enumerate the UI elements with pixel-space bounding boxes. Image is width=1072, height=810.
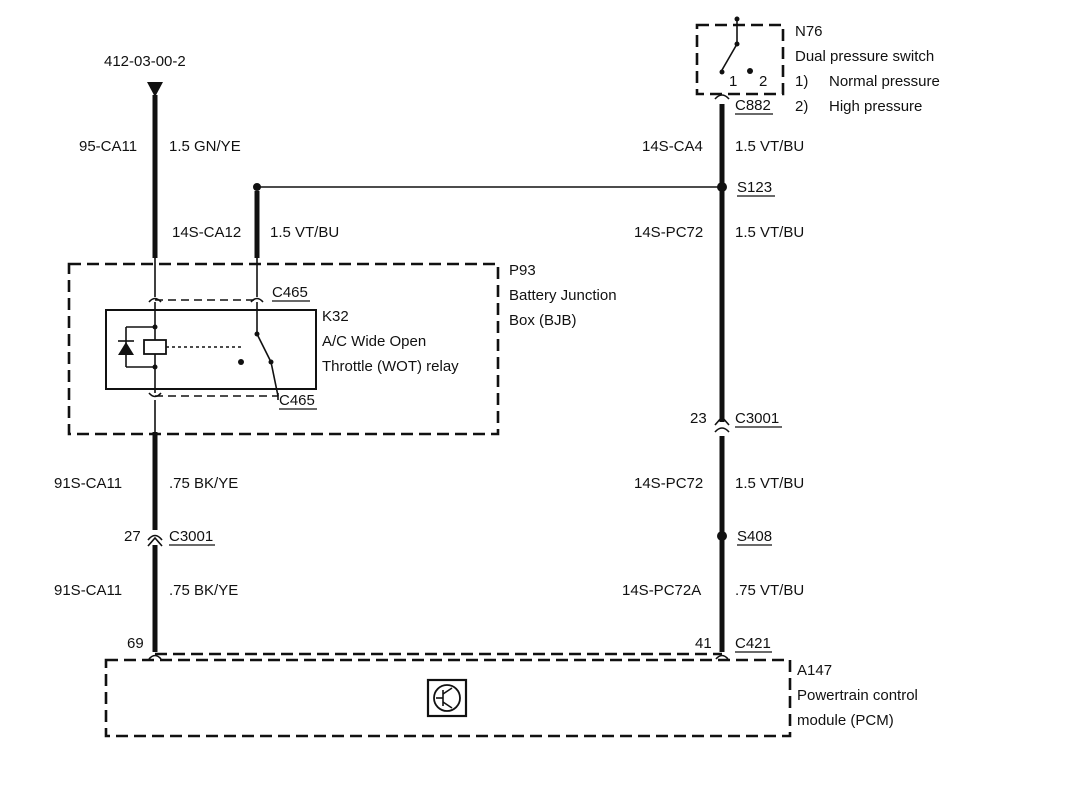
circuit-14s-pc72-upper-spec: 1.5 VT/BU <box>735 224 804 241</box>
pcm-id: A147 <box>797 662 832 679</box>
circuit-91s-ca11-upper-id: 91S-CA11 <box>54 475 122 492</box>
reference-label: 412-03-00-2 <box>104 53 186 70</box>
switch-pin-1: 1 <box>729 73 737 90</box>
c3001-connector-left <box>147 534 163 541</box>
circuit-14s-ca12-id: 14S-CA12 <box>172 224 241 241</box>
c465-bottom-label: C465 <box>279 392 315 409</box>
circuit-95-ca11-id: 95-CA11 <box>79 138 137 155</box>
switch-legend-1-num: 1) <box>795 73 808 90</box>
pcm-name-line2: module (PCM) <box>797 712 894 729</box>
circuit-14s-ca12-spec: 1.5 VT/BU <box>270 224 339 241</box>
c3001-right-label: C3001 <box>735 410 779 427</box>
switch-id: N76 <box>795 23 823 40</box>
c3001-left-label: C3001 <box>169 528 213 545</box>
c882-label: C882 <box>735 97 771 114</box>
bjb-enclosure <box>67 262 500 436</box>
circuit-14s-pc72-lower-spec: 1.5 VT/BU <box>735 475 804 492</box>
circuit-91s-ca11-upper-spec: .75 BK/YE <box>169 475 238 492</box>
circuit-91s-ca11-lower-spec: .75 BK/YE <box>169 582 238 599</box>
branch-splice-dot <box>253 183 261 191</box>
circuit-14s-pc72-lower-id: 14S-PC72 <box>634 475 703 492</box>
switch-legend-2-text: High pressure <box>829 98 922 115</box>
circuit-14s-pc72-upper-id: 14S-PC72 <box>634 224 703 241</box>
wot-relay <box>105 297 317 432</box>
relay-body <box>105 309 317 390</box>
bjb-name-line1: Battery Junction <box>509 287 617 304</box>
c421-label: C421 <box>735 635 771 652</box>
relay-coil <box>143 339 167 355</box>
c3001-left-pin: 27 <box>124 528 141 545</box>
relay-name-line1: A/C Wide Open <box>322 333 426 350</box>
circuit-14s-pc72a-id: 14S-PC72A <box>622 582 701 599</box>
battery-junction-box <box>67 262 500 436</box>
branch-circuit <box>253 183 722 297</box>
switch-legend-1-text: Normal pressure <box>829 73 940 90</box>
circuit-14s-ca4-spec: 1.5 VT/BU <box>735 138 804 155</box>
s123-label: S123 <box>737 179 772 196</box>
bjb-id: P93 <box>509 262 536 279</box>
reference-arrow <box>147 82 163 97</box>
switch-legend-2-num: 2) <box>795 98 808 115</box>
relay-contact-blade <box>256 333 272 363</box>
transistor-icon <box>426 678 468 718</box>
s408-label: S408 <box>737 528 772 545</box>
c465-top-label: C465 <box>272 284 308 301</box>
c3001-right-pin: 23 <box>690 410 707 427</box>
circuit-14s-pc72a-spec: .75 VT/BU <box>735 582 804 599</box>
s123-splice-dot <box>717 182 727 192</box>
pcm-pin-connector-left <box>148 654 162 660</box>
pcm-name-line1: Powertrain control <box>797 687 918 704</box>
pcm-pin-connector-right <box>715 654 729 660</box>
right-circuit <box>714 94 730 660</box>
s408-splice-dot <box>717 531 727 541</box>
pcm-pin-right: 41 <box>695 635 712 652</box>
circuit-14s-ca4-id: 14S-CA4 <box>642 138 703 155</box>
pcm-enclosure <box>104 658 792 738</box>
switch-blade <box>721 43 738 71</box>
c3001-connector-right <box>714 415 730 426</box>
left-circuit <box>147 82 163 660</box>
pcm-pin-left: 69 <box>127 635 144 652</box>
relay-name-line2: Throttle (WOT) relay <box>322 358 459 375</box>
c882-connector <box>714 94 730 100</box>
circuit-91s-ca11-lower-id: 91S-CA11 <box>54 582 122 599</box>
relay-diode <box>118 342 134 355</box>
dual-pressure-switch: 1 2 <box>695 16 785 96</box>
relay-id: K32 <box>322 308 349 325</box>
switch-name: Dual pressure switch <box>795 48 934 65</box>
circuit-95-ca11-spec: 1.5 GN/YE <box>169 138 241 155</box>
pcm-module <box>104 652 792 738</box>
switch-pin-2: 2 <box>759 73 767 90</box>
switch-enclosure <box>695 23 785 96</box>
bjb-name-line2: Box (BJB) <box>509 312 577 329</box>
